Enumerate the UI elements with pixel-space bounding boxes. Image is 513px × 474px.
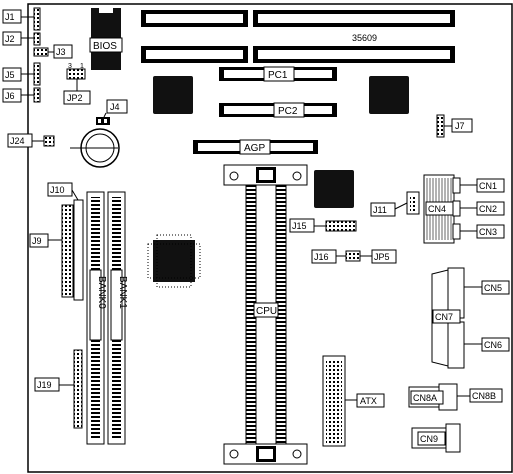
callout-atx: ATX <box>345 393 385 408</box>
bios-chip: BIOS <box>89 8 123 70</box>
svg-text:J16: J16 <box>314 252 329 262</box>
bios-label: BIOS <box>93 41 117 52</box>
j16-header <box>345 250 361 262</box>
svg-text:CN3: CN3 <box>479 227 497 237</box>
svg-text:CN9: CN9 <box>420 434 438 444</box>
svg-text:J10: J10 <box>50 185 65 195</box>
dimm-bank0: BANK0 <box>86 191 107 445</box>
j24-header <box>43 135 55 147</box>
jp2-jumper: 3 1 <box>66 63 86 80</box>
svg-text:J1: J1 <box>5 12 15 22</box>
callout-cn7: CN7 <box>432 309 461 324</box>
callout-j15: J15 <box>289 218 326 233</box>
svg-text:J6: J6 <box>5 91 15 101</box>
callout-j2: J2 <box>2 31 34 46</box>
fan-chip <box>147 234 201 288</box>
j15-header <box>325 220 357 232</box>
slot-row-second <box>141 46 455 63</box>
callout-j10: J10 <box>47 182 79 201</box>
callout-j19: J19 <box>34 377 74 392</box>
chipset-left <box>153 76 193 114</box>
pc1-label: PC1 <box>268 70 288 81</box>
svg-text:J4: J4 <box>110 102 120 112</box>
svg-text:CN2: CN2 <box>479 204 497 214</box>
cpu-slot: CPU <box>223 164 308 465</box>
callout-cn2: CN2 <box>460 201 505 216</box>
left-headers <box>33 7 49 103</box>
j19-header <box>73 349 83 429</box>
slot-pc1: PC1 <box>219 66 337 82</box>
callout-j1: J1 <box>2 9 34 24</box>
callout-cn1: CN1 <box>460 178 505 193</box>
callout-j4: J4 <box>103 99 128 118</box>
callout-j3: J3 <box>48 44 73 59</box>
svg-text:J3: J3 <box>56 47 66 57</box>
callout-j6: J6 <box>2 88 34 103</box>
board-id: 35609 <box>352 33 377 43</box>
callout-j9: J9 <box>29 233 62 248</box>
svg-text:J24: J24 <box>10 136 25 146</box>
svg-text:J9: J9 <box>32 236 42 246</box>
svg-text:CN1: CN1 <box>479 181 497 191</box>
svg-text:J5: J5 <box>5 70 15 80</box>
cpu-label: CPU <box>256 306 277 317</box>
callout-cn4: CN4 <box>425 201 454 216</box>
jp2-pin-a: 3 <box>68 63 72 70</box>
callout-j11: J11 <box>370 202 408 217</box>
callout-jp5: JP5 <box>360 249 397 264</box>
svg-text:J7: J7 <box>455 121 465 131</box>
bank1-label: BANK1 <box>117 276 128 309</box>
svg-text:CN5: CN5 <box>484 283 502 293</box>
j10-header <box>73 199 84 301</box>
pc2-label: PC2 <box>278 106 298 117</box>
svg-text:J19: J19 <box>37 380 52 390</box>
svg-text:CN6: CN6 <box>484 340 502 350</box>
svg-text:CN7: CN7 <box>435 312 453 322</box>
slot-row-top <box>141 10 455 27</box>
j9-header <box>61 204 74 298</box>
svg-text:J11: J11 <box>373 205 387 215</box>
agp-label: AGP <box>244 143 265 154</box>
callout-cn8b: CN8B <box>457 388 503 403</box>
bank0-label: BANK0 <box>96 276 107 309</box>
jp2-pin-b: 1 <box>80 63 84 70</box>
callout-j7: J7 <box>444 118 473 133</box>
callout-j16: J16 <box>311 249 346 264</box>
battery-j4 <box>70 117 120 168</box>
svg-text:CN8A: CN8A <box>413 393 437 403</box>
callout-jp2: JP2 <box>63 79 91 105</box>
slot-agp: AGP <box>193 139 318 155</box>
atx-power-connector <box>322 355 346 447</box>
callout-cn9: CN9 <box>417 431 446 446</box>
callout-j5: J5 <box>2 67 34 82</box>
callout-j24: J24 <box>7 133 44 148</box>
callout-cn3: CN3 <box>460 224 505 239</box>
chipset-right <box>369 76 409 114</box>
chip-center <box>314 170 354 208</box>
j7-header <box>436 114 445 138</box>
callout-cn8a: CN8A <box>410 390 444 405</box>
dimm-bank1: BANK1 <box>107 191 128 445</box>
callout-cn5: CN5 <box>464 280 510 295</box>
svg-text:JP2: JP2 <box>67 93 83 103</box>
callout-cn6: CN6 <box>464 337 510 352</box>
svg-text:J2: J2 <box>5 34 15 44</box>
svg-text:CN8B: CN8B <box>472 391 496 401</box>
svg-text:CN4: CN4 <box>428 204 446 214</box>
svg-text:JP5: JP5 <box>374 252 390 262</box>
slot-pc2: PC2 <box>219 102 337 118</box>
svg-text:ATX: ATX <box>360 396 377 406</box>
svg-text:J15: J15 <box>292 221 307 231</box>
